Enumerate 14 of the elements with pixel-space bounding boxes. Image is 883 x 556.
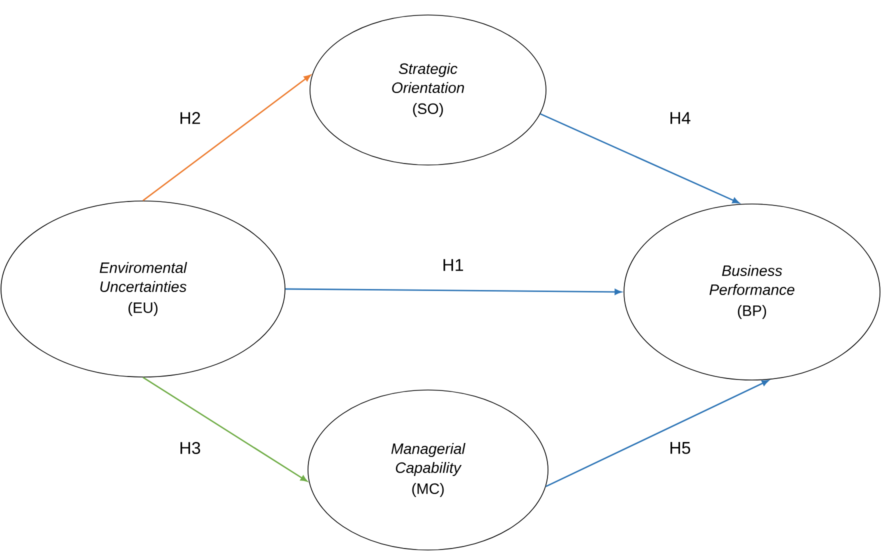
- ellipse-node: Strategic Orientation (SO): [310, 14, 546, 166]
- edge-label: H1: [441, 258, 465, 272]
- arrow: [540, 113, 740, 204]
- edge-label: H5: [668, 441, 692, 455]
- ellipse-node: Business Performance (BP): [624, 204, 880, 380]
- arrow: [142, 376, 308, 482]
- arrow: [285, 288, 622, 295]
- edge-label: H4: [668, 111, 692, 125]
- arrow: [546, 380, 769, 488]
- ellipse-node: Enviromental Uncertainties (EU): [0, 200, 286, 378]
- edge-label: H3: [178, 440, 202, 455]
- edge-label: H2: [178, 111, 202, 125]
- ellipse-node: Managerial Capability (MC): [308, 390, 548, 550]
- arrow: [142, 74, 311, 202]
